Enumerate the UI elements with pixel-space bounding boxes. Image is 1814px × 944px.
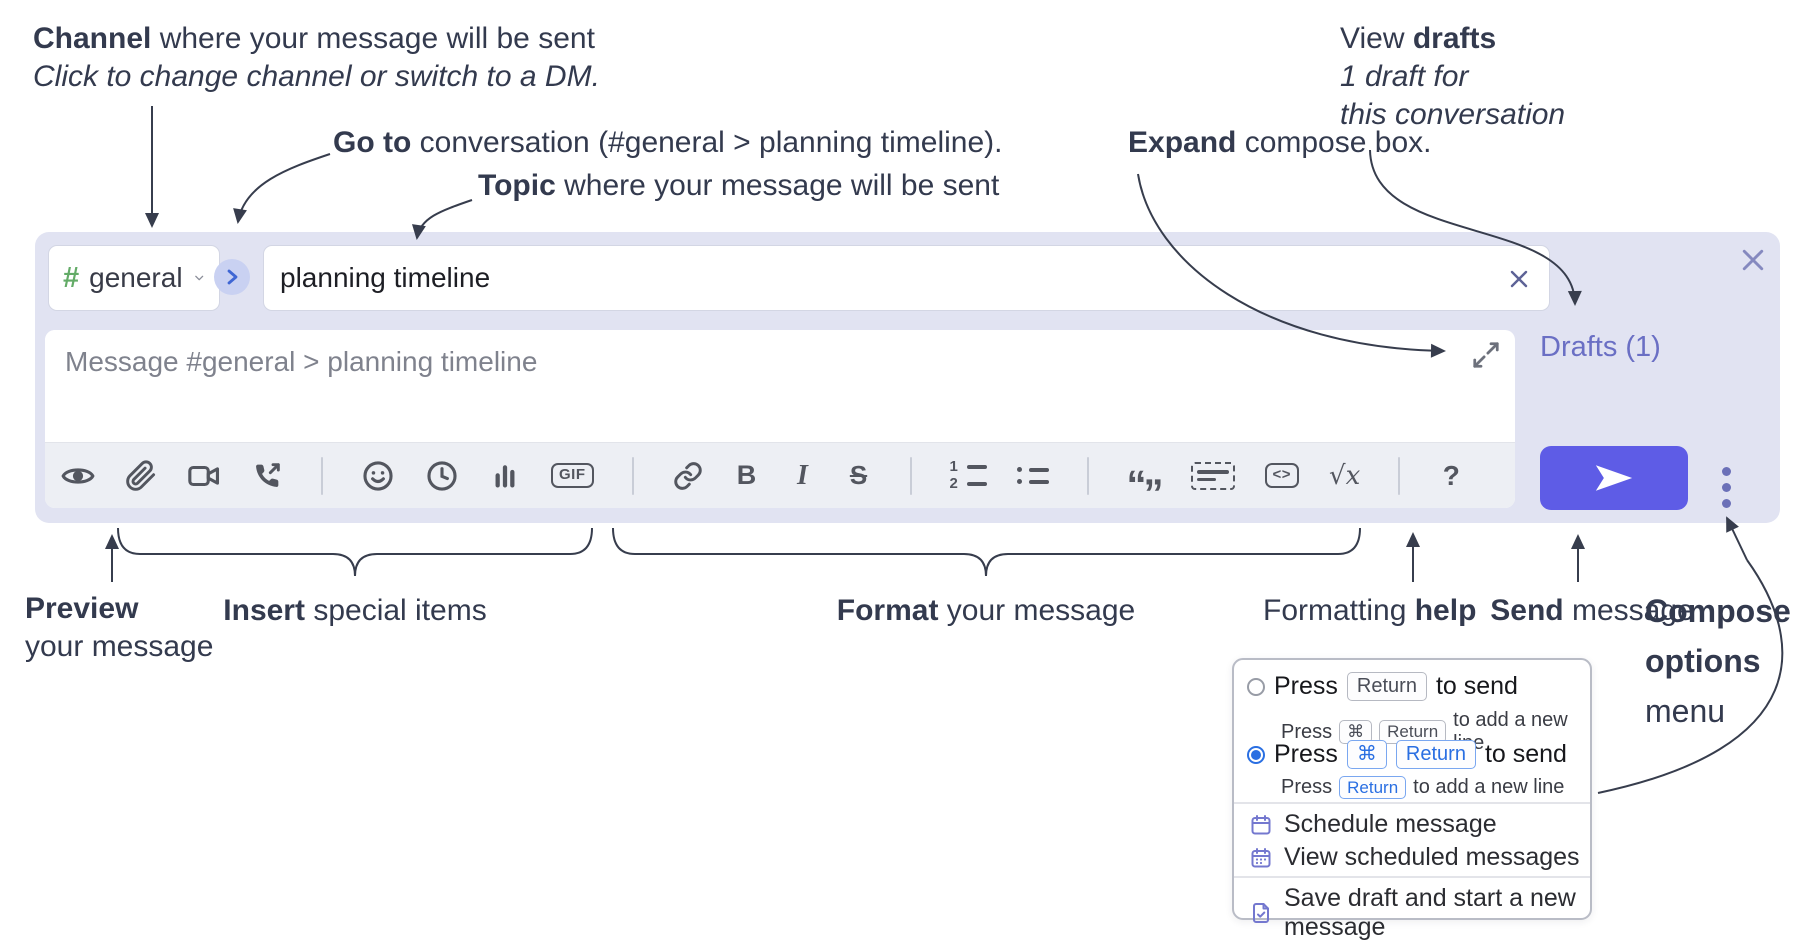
toolbar-divider (909, 456, 912, 495)
bulleted-list-icon[interactable] (1016, 456, 1049, 496)
topic-clear-button[interactable] (1503, 263, 1535, 295)
cmd-enter-sends-option[interactable]: Press ⌘ Return to send (1247, 740, 1567, 769)
formatting-help-annotation: Formatting help (1263, 594, 1477, 627)
strikethrough-icon[interactable]: S (849, 460, 868, 490)
view-scheduled-messages-item[interactable]: View scheduled messages (1249, 843, 1580, 872)
view-drafts-annotation: View drafts 1 draft for this conversatio… (1340, 22, 1566, 131)
send-icon (1595, 465, 1633, 491)
toolbar-divider (321, 456, 323, 495)
math-icon[interactable]: √x (1329, 460, 1361, 491)
poll-icon[interactable] (489, 456, 521, 496)
compose-box: # general (35, 232, 1780, 523)
preview-icon[interactable] (61, 456, 95, 496)
video-call-icon[interactable] (187, 456, 221, 496)
expand-compose-button[interactable] (1471, 340, 1501, 370)
spoiler-icon[interactable] (1190, 456, 1235, 496)
channel-annotation: Channel where your message will be sent … (33, 20, 600, 96)
close-compose-button[interactable] (1735, 242, 1771, 278)
compose-options-menu: Press Return to send Press ⌘ Return to a… (1232, 658, 1592, 941)
close-icon (1510, 270, 1528, 288)
channel-annotation-line2: Click to change channel or switch to a D… (33, 60, 600, 93)
menu-separator (1234, 876, 1590, 878)
menu-separator (1234, 802, 1590, 804)
toolbar-divider (1086, 456, 1089, 495)
emoji-icon[interactable] (361, 456, 395, 496)
channel-selector[interactable]: # general (48, 245, 220, 311)
goto-conversation-button[interactable] (214, 259, 250, 295)
bold-icon[interactable]: B (736, 460, 757, 490)
draft-check-icon (1253, 903, 1269, 923)
link-icon[interactable] (672, 456, 704, 496)
help-icon[interactable]: ? (1442, 459, 1460, 491)
message-area: GIF B I S 1 2 (45, 330, 1515, 508)
close-icon (1742, 249, 1764, 271)
toolbar-divider (1398, 456, 1401, 495)
topic-input[interactable] (264, 246, 1549, 310)
radio-unselected-icon[interactable] (1247, 677, 1265, 696)
audio-call-icon[interactable] (251, 456, 283, 496)
send-button[interactable] (1540, 446, 1688, 510)
channel-annotation-bold: Channel (33, 22, 152, 55)
radio-selected-icon[interactable] (1247, 745, 1265, 764)
gif-icon[interactable]: GIF (551, 456, 594, 496)
return-key: Return (1339, 776, 1407, 800)
insert-brace (117, 527, 593, 577)
message-input[interactable] (45, 330, 1445, 438)
insert-annotation: Insert special items (223, 594, 487, 627)
calendar-grid-icon (1251, 847, 1271, 867)
code-icon[interactable]: <> (1264, 456, 1300, 496)
expand-icon (1473, 342, 1499, 368)
chevron-down-icon (194, 275, 203, 281)
save-draft-item[interactable]: Save draft and start a new message (1249, 884, 1590, 942)
return-key: Return (1346, 672, 1427, 701)
preview-annotation: Preview your message (25, 592, 214, 663)
quote-icon[interactable]: “” (1126, 462, 1164, 509)
attach-icon[interactable] (125, 456, 157, 496)
topic-annotation: Topic where your message will be sent (478, 169, 1000, 202)
channel-hash-icon: # (63, 261, 80, 294)
chevron-right-icon (227, 269, 238, 285)
schedule-message-item[interactable]: Schedule message (1249, 810, 1497, 839)
goto-pointer (233, 153, 331, 224)
return-key: Return (1395, 740, 1476, 769)
channel-name: general (89, 262, 183, 293)
compose-options-kebab[interactable] (1711, 456, 1741, 518)
topic-field-wrap (263, 245, 1550, 311)
calendar-icon (1251, 814, 1271, 834)
compose-options-annotation: Compose options menu (1645, 593, 1791, 729)
toolbar-divider (631, 456, 634, 495)
expand-annotation: Expand compose box. (1128, 126, 1432, 159)
numbered-list-icon[interactable]: 1 2 (950, 456, 987, 496)
kebab-pointer (1726, 516, 1748, 561)
format-annotation: Format your message (836, 594, 1136, 627)
italic-icon[interactable]: I (797, 459, 808, 491)
return-key: Return (1379, 720, 1447, 744)
drafts-link[interactable]: Drafts (1) (1540, 331, 1661, 363)
time-icon[interactable] (425, 456, 459, 496)
compose-toolbar: GIF B I S 1 2 (45, 442, 1515, 508)
goto-annotation: Go to conversation (#general > planning … (333, 126, 1003, 159)
cmd-enter-sends-subtext: Press Return to add a new line (1281, 776, 1565, 800)
enter-sends-option[interactable]: Press Return to send (1247, 672, 1518, 701)
cmd-key: ⌘ (1346, 740, 1387, 769)
format-brace (612, 527, 1361, 577)
